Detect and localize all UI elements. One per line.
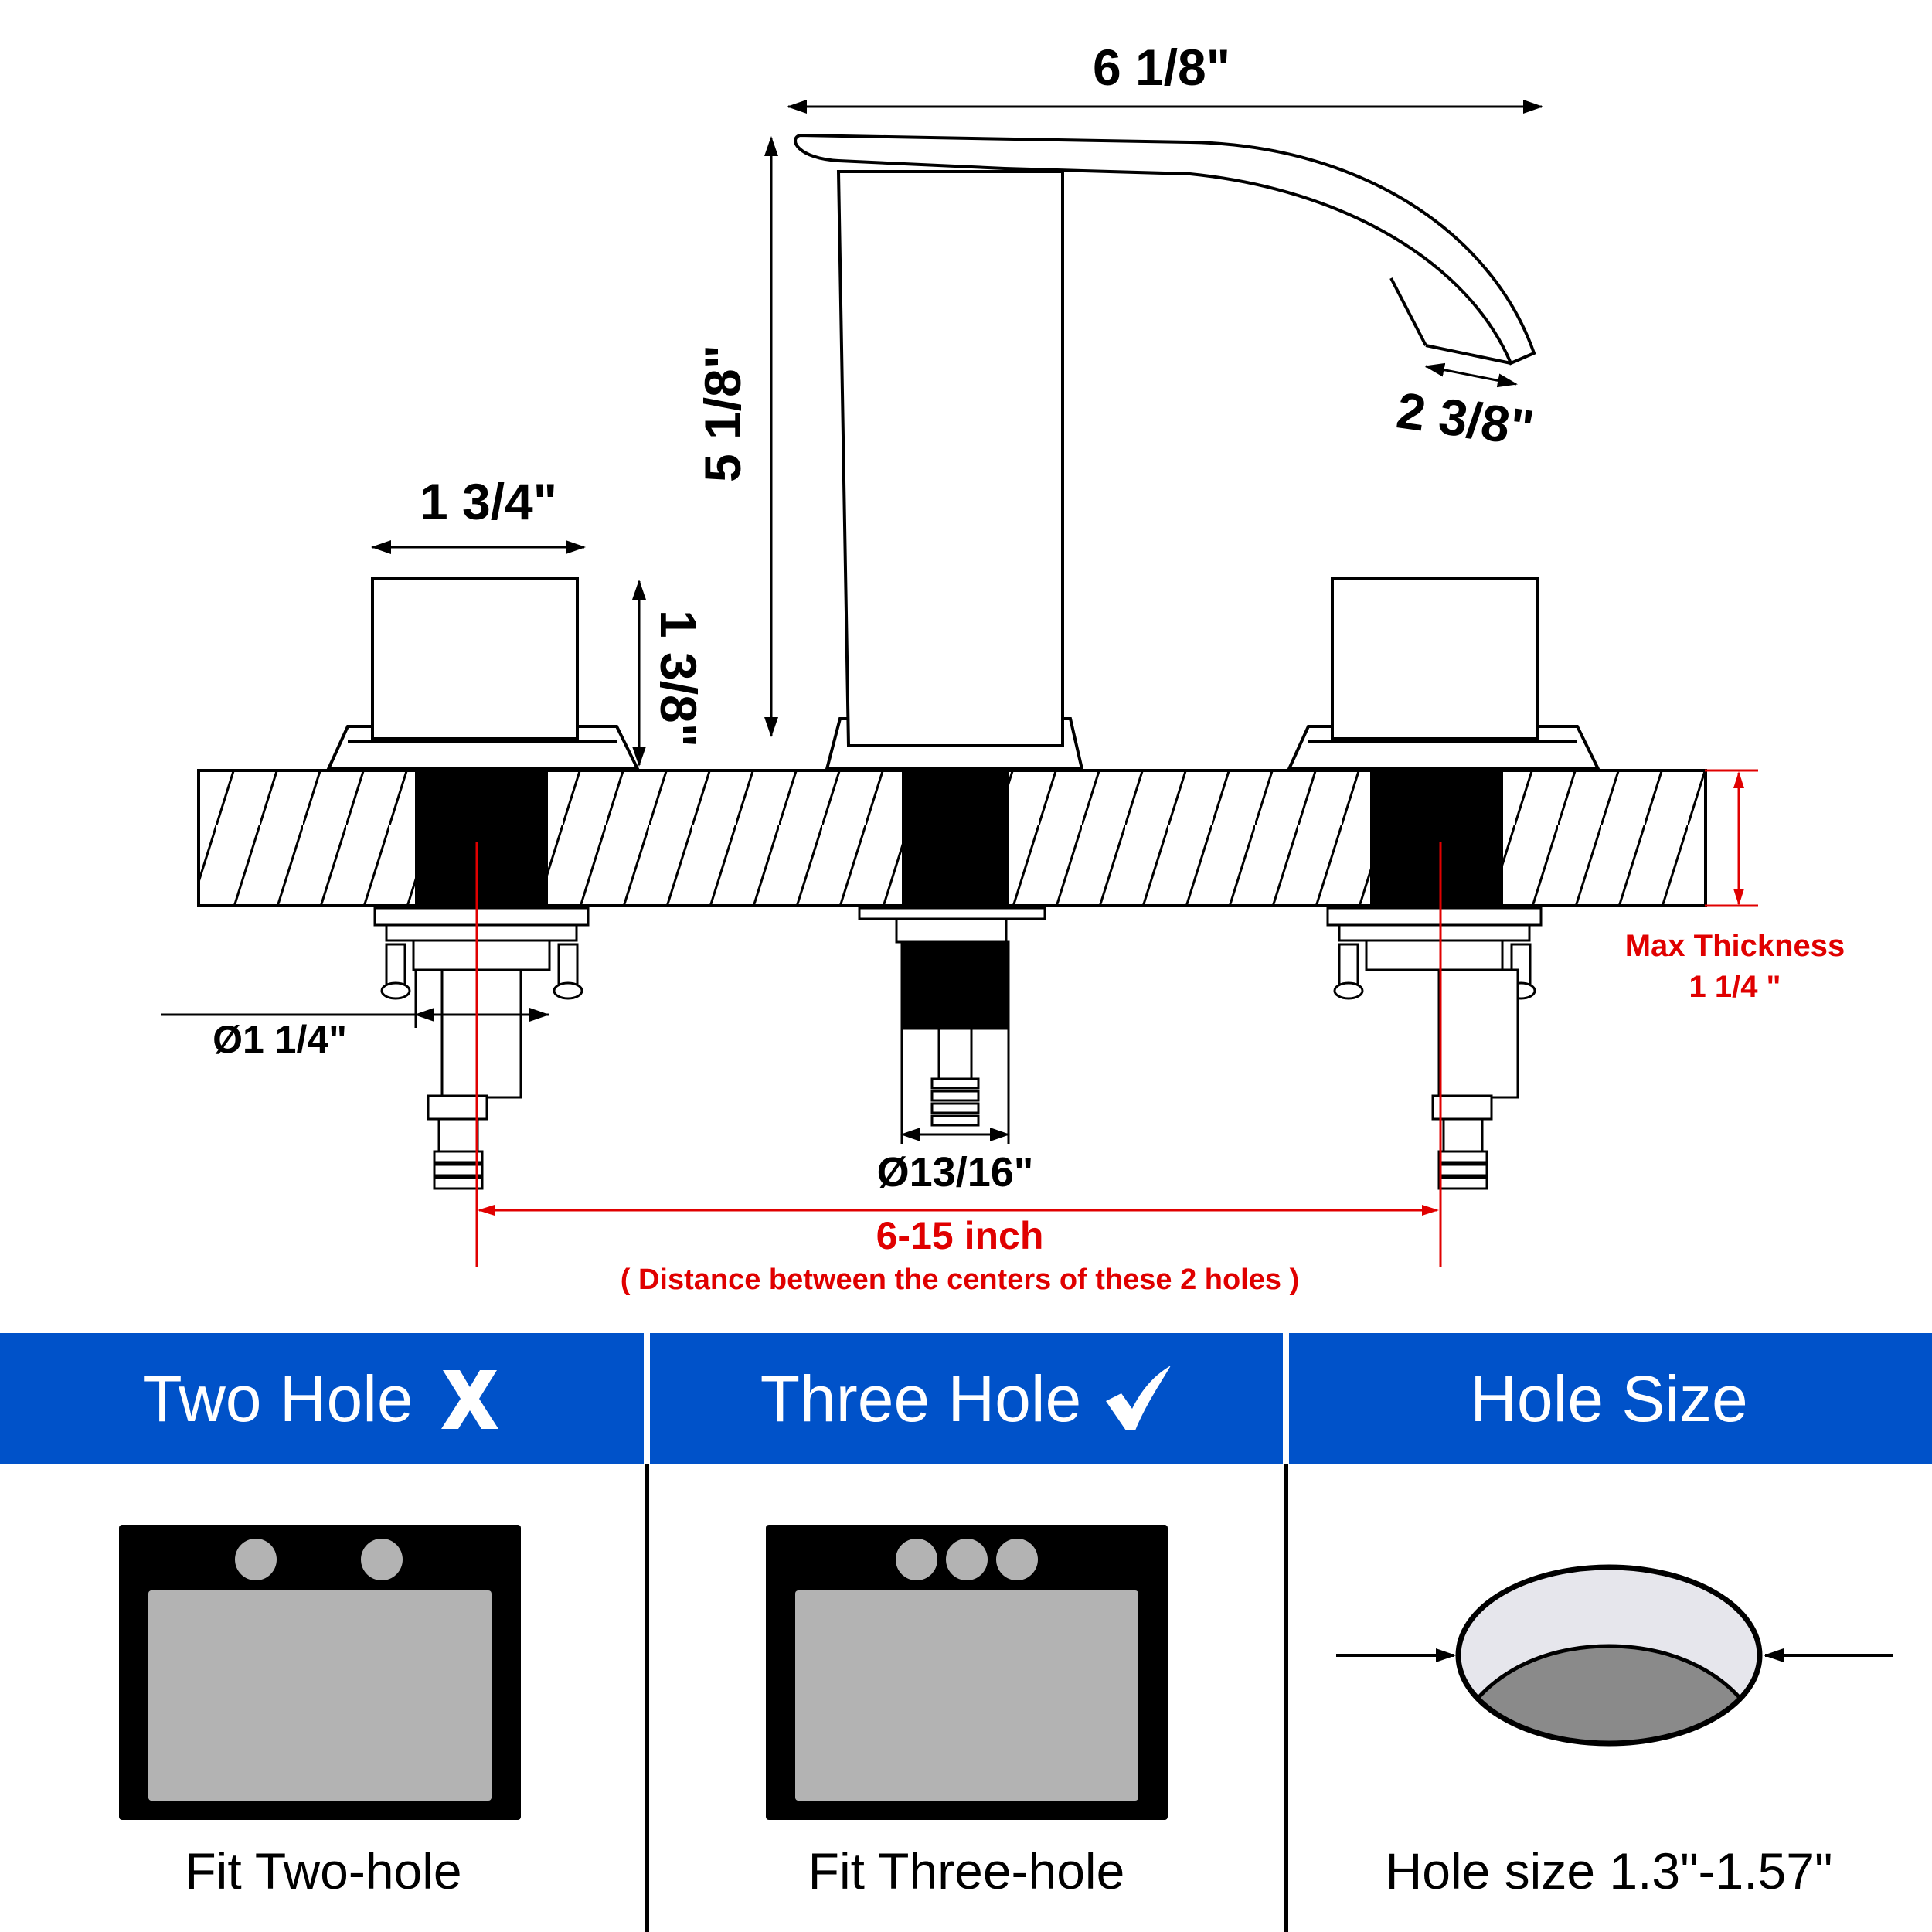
panel-divider: [1284, 1333, 1288, 1932]
spout-length-label: 6 1/8": [1093, 39, 1230, 96]
panel-hole-size-caption: Hole size 1.3"-1.57": [1385, 1842, 1833, 1900]
left-mounting-hardware: [373, 906, 590, 1190]
right-mounting-hardware: [1326, 906, 1543, 1190]
two-hole-sink-illustration: [119, 1525, 521, 1820]
panel-three-hole: Three Hole Fit Three-hole: [647, 1333, 1286, 1932]
dimension-lines: [161, 100, 1543, 1144]
handle-height-label: 1 3/8": [650, 610, 707, 747]
compatibility-panels: Two Hole Fit Two-hole Three Hole Fit Thr…: [0, 1333, 1932, 1932]
spout-width-line: [1424, 362, 1518, 388]
left-handle: [325, 577, 641, 770]
spout: [794, 133, 1536, 770]
panel-three-hole-header: Three Hole: [647, 1333, 1286, 1464]
spout-shank-diameter-label: Ø13/16": [877, 1149, 1034, 1196]
handle-shank-diameter-label: Ø1 1/4": [213, 1018, 347, 1061]
panel-divider-header: [1283, 1333, 1289, 1464]
panel-three-hole-title: Three Hole: [760, 1362, 1082, 1435]
x-mark-icon: [440, 1370, 498, 1429]
faucet-dimension-diagram: 6 1/8" 5 1/8" 2 3/8" 1 3/4" 1 3/8" Ø1 1/…: [161, 39, 1845, 1296]
right-handle: [1286, 577, 1601, 770]
max-thickness-value: 1 1/4 ": [1689, 970, 1781, 1004]
panel-two-hole-header: Two Hole: [0, 1333, 647, 1464]
faucet-hole: [896, 1539, 937, 1580]
panel-hole-size: Hole Size Hole size 1.3"-1.57": [1286, 1333, 1932, 1932]
faucet-hole: [361, 1539, 403, 1580]
spout-width-label: 2 3/8": [1393, 381, 1538, 457]
spout-mounting-hardware: [858, 906, 1046, 1127]
faucet-hole: [946, 1539, 988, 1580]
panel-two-hole: Two Hole Fit Two-hole: [0, 1333, 647, 1932]
sink-basin: [148, 1590, 492, 1801]
center-distance-note: ( Distance between the centers of these …: [621, 1264, 1299, 1296]
faucet-hole: [996, 1539, 1038, 1580]
faucet-hole: [235, 1539, 277, 1580]
sink-basin: [795, 1590, 1138, 1801]
handle-width-label: 1 3/4": [420, 473, 557, 530]
hole-size-illustration: [1336, 1564, 1893, 1747]
panel-three-hole-caption: Fit Three-hole: [808, 1842, 1125, 1900]
center-distance-label: 6-15 inch: [876, 1214, 1044, 1257]
panel-divider: [645, 1333, 649, 1932]
panel-two-hole-caption: Fit Two-hole: [185, 1842, 462, 1900]
spout-height-label: 5 1/8": [694, 345, 751, 482]
spout-shank: [902, 770, 1009, 908]
three-hole-sink-illustration: [766, 1525, 1168, 1820]
max-thickness-label: Max Thickness: [1625, 929, 1845, 963]
panel-hole-size-header: Hole Size: [1286, 1333, 1932, 1464]
left-handle-shank: [415, 770, 548, 908]
panel-two-hole-title: Two Hole: [142, 1362, 413, 1435]
check-mark-icon: [1106, 1366, 1172, 1430]
right-handle-shank: [1370, 770, 1503, 908]
panel-divider-header: [644, 1333, 650, 1464]
red-dimension-lines: [475, 769, 1758, 1267]
panel-hole-size-title: Hole Size: [1470, 1362, 1748, 1435]
